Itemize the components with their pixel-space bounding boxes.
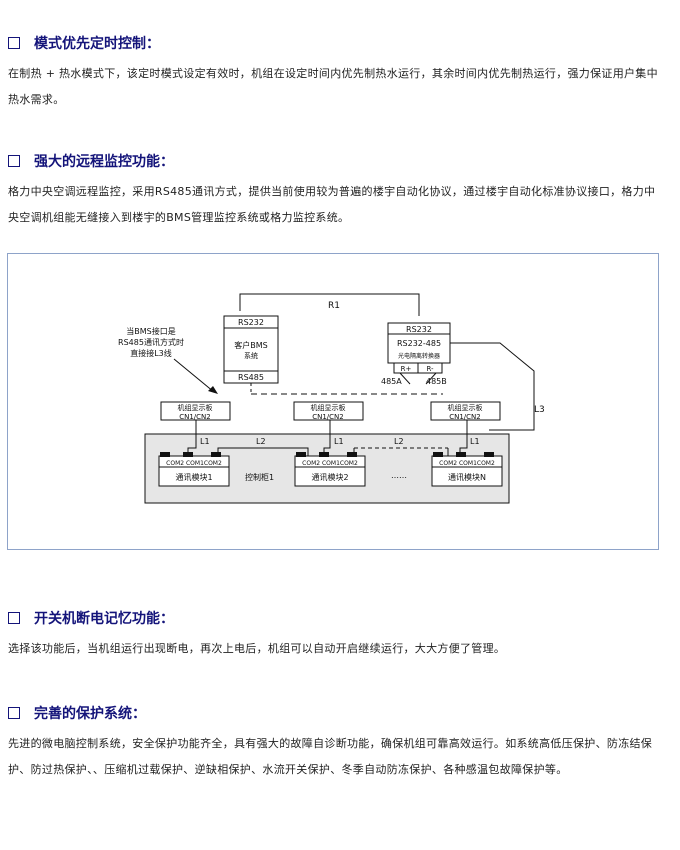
section-body: 格力中央空调远程监控，采用RS485通讯方式，提供当前使用较为普遍的楼宇自动化协… <box>8 185 656 224</box>
note-line-3: 直接接L3线 <box>130 348 172 358</box>
section-mode-priority: 模式优先定时控制： 在制热 + 热水模式下，该定时模式设定有效时，机组在设定时间… <box>8 33 664 113</box>
display-board-2-line2: CN1/CN2 <box>312 413 344 421</box>
l1-label-n: L1 <box>470 437 480 446</box>
module-n-label: 通讯模块N <box>448 472 486 482</box>
module-2 <box>294 455 366 487</box>
checkbox-square-icon <box>8 155 20 167</box>
section-heading: 开关机断电记忆功能： <box>8 608 664 628</box>
section-body: 选择该功能后，当机组运行出现断电，再次上电后，机组可以自动开启继续运行，大大方便… <box>8 642 506 655</box>
r1-label: R1 <box>328 301 340 311</box>
r-plus-label: R+ <box>401 365 412 373</box>
section-title: 开关机断电记忆功能： <box>34 611 174 627</box>
module-2-label: 通讯模块2 <box>311 472 348 482</box>
r-minus-label: R- <box>426 365 434 373</box>
note-line-2: RS485通讯方式时 <box>118 337 184 347</box>
display-board-n-line2: CN1/CN2 <box>449 413 481 421</box>
display-board-2-line1: 机组显示板 <box>311 403 346 412</box>
section-remote-monitoring: 强大的远程监控功能： 格力中央空调远程监控，采用RS485通讯方式，提供当前使用… <box>8 151 664 231</box>
checkbox-square-icon <box>8 37 20 49</box>
port-485a-label: 485A <box>381 377 402 386</box>
bms-rs485-label: RS485 <box>238 373 264 382</box>
l1-label-1: L1 <box>200 437 210 446</box>
section-title: 完善的保护系统： <box>34 706 146 722</box>
display-board-2 <box>293 401 364 421</box>
r1-line <box>239 293 420 316</box>
network-diagram: R1 当BMS接口是 RS485通讯方式时 直接接L3线 RS232 客户BMS… <box>7 253 659 550</box>
section-heading: 完善的保护系统： <box>8 703 664 723</box>
converter-subtitle: 光电隔离转换器 <box>398 352 440 360</box>
display-board-1-line2: CN1/CN2 <box>179 413 211 421</box>
module-1-label: 通讯模块1 <box>175 472 212 482</box>
section-heading: 模式优先定时控制： <box>8 33 664 53</box>
display-board-n <box>430 401 501 421</box>
network-diagram-svg: R1 当BMS接口是 RS485通讯方式时 直接接L3线 RS232 客户BMS… <box>118 293 545 504</box>
bms-name: 客户BMS <box>234 340 267 350</box>
port-485b-label: 485B <box>426 377 447 386</box>
module-1 <box>158 455 230 487</box>
section-power-memory: 开关机断电记忆功能： 选择该功能后，当机组运行出现断电，再次上电后，机组可以自动… <box>8 608 664 662</box>
section-body: 先进的微电脑控制系统，安全保护功能齐全，具有强大的故障自诊断功能，确保机组可靠高… <box>8 737 653 776</box>
converter-box <box>387 322 451 364</box>
section-body: 在制热 + 热水模式下，该定时模式设定有效时，机组在设定时间内优先制热水运行，其… <box>8 67 658 106</box>
note-arrow-head <box>208 386 218 394</box>
l3-label: L3 <box>534 405 545 415</box>
section-heading: 强大的远程监控功能： <box>8 151 664 171</box>
bms-system: 系统 <box>244 351 258 360</box>
module-2-ports: COM2 COM1COM2 <box>302 460 358 467</box>
l2-label-2: L2 <box>394 437 404 446</box>
checkbox-square-icon <box>8 707 20 719</box>
module-1-ports: COM2 COM1COM2 <box>166 460 222 467</box>
section-title: 模式优先定时控制： <box>34 36 160 52</box>
cabinet-label: 控制柜1 <box>245 472 274 482</box>
l1-label-2: L1 <box>334 437 344 446</box>
checkbox-square-icon <box>8 612 20 624</box>
note-line-1: 当BMS接口是 <box>126 326 175 336</box>
section-protection-system: 完善的保护系统： 先进的微电脑控制系统，安全保护功能齐全，具有强大的故障自诊断功… <box>8 703 664 783</box>
ellipsis-label: …… <box>391 471 407 480</box>
l2-label-1: L2 <box>256 437 266 446</box>
converter-rs232-label: RS232 <box>406 325 432 334</box>
display-board-1-line1: 机组显示板 <box>178 403 213 412</box>
bms-rs232-label: RS232 <box>238 318 264 327</box>
note-arrow-line <box>173 358 215 393</box>
module-n-ports: COM2 COM1COM2 <box>439 460 495 467</box>
converter-name: RS232-485 <box>397 339 441 348</box>
l3-line <box>450 342 535 431</box>
section-title: 强大的远程监控功能： <box>34 154 174 170</box>
module-n <box>431 455 503 487</box>
display-board-n-line1: 机组显示板 <box>448 403 483 412</box>
